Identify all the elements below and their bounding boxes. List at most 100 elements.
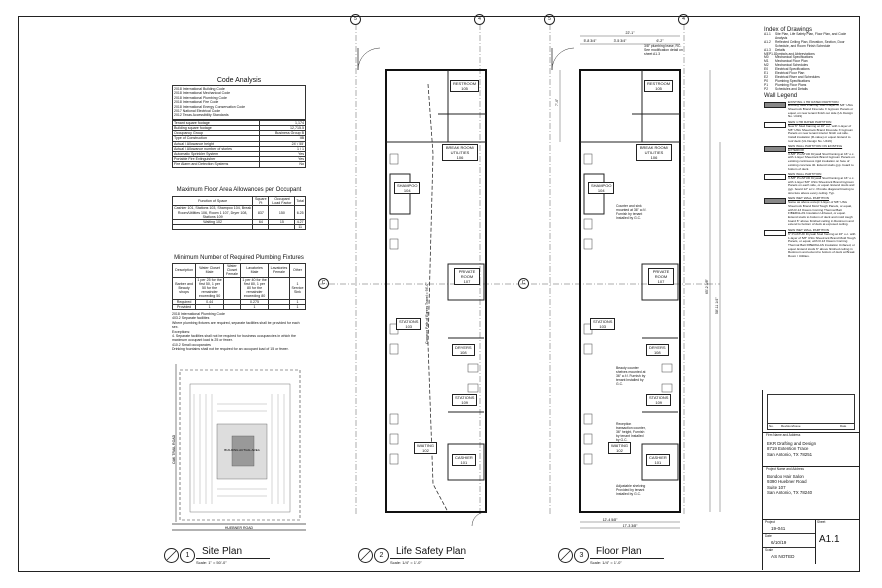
floor-area-cell: 4.27	[294, 218, 306, 226]
plumbing-header: Water Closet Male	[195, 263, 224, 278]
view-scale: Scale: 1/4" = 1'-0"	[590, 560, 622, 565]
index-code: P1	[764, 82, 769, 87]
floor-area-cell	[252, 224, 270, 231]
dimension: 7'-4"	[555, 98, 559, 106]
code-label: Actual / Allowance number of stories	[171, 145, 261, 153]
legend-name: NEW WALL PARTITION	[788, 172, 822, 177]
view-marker-icon	[558, 548, 573, 563]
floor-note: Reception transaction counter, 36" heigh…	[616, 422, 646, 442]
code-item: 2012 Texas Accessibility Standards	[174, 113, 229, 118]
view-number: 2	[374, 548, 389, 563]
life-safety-drawing: Common Path of Egress Travel = 94'-0"	[318, 24, 518, 527]
index-item: A1.2 Reflected Ceiling Plan, Elevation, S…	[764, 39, 856, 49]
wall-type-swatch	[764, 230, 786, 237]
floor-area-cell: 15	[268, 218, 296, 226]
plumbing-cell	[222, 276, 242, 300]
dimension: 22'-1"	[626, 31, 636, 35]
index-code: P0	[764, 78, 769, 83]
legend-desc: 6" ProSTUD Drywall Stud framing at 16" o…	[788, 231, 856, 259]
floor-area-cell: 11	[294, 224, 306, 231]
index-desc: Electrical Floor Plan	[775, 71, 805, 76]
code-item: 2018 International Plumbing Code	[174, 95, 227, 100]
index-code: E2	[764, 74, 769, 79]
index-desc: Mechanical Floor Plan	[775, 59, 808, 64]
index-item: E1 Electrical Floor Plan	[764, 71, 856, 76]
plumbing-cell	[222, 303, 242, 311]
plumbing-cell: 1 per 25 for the first 50, 1 per 50 for …	[195, 276, 224, 300]
site-plan-drawing: HUEBNER ROAD OAK TRAIL ROAD BUILDING ACT…	[172, 364, 306, 531]
wall-type-swatch	[764, 198, 786, 205]
code-label: Automatic Sprinkler System	[171, 151, 261, 158]
view-number: 3	[574, 548, 589, 563]
project-label: Project Name and Address	[766, 467, 804, 471]
index-desc: Reflected Ceiling Plan, Elevation, Secti…	[775, 39, 845, 48]
sheet-border	[18, 16, 860, 572]
plumbing-note: 4. Separate facilities shall not be requ…	[172, 334, 296, 343]
legend-name: NEW 1 HR RATED PARTITION	[788, 120, 832, 125]
view-number: 1	[180, 548, 195, 563]
date-value: 6/10/19	[771, 540, 787, 545]
site-plan: HUEBNER ROAD OAK TRAIL ROAD BUILDING ACT…	[172, 364, 306, 544]
code-item: 2017 National Electrical Code	[174, 109, 221, 114]
view-marker-icon	[164, 548, 179, 563]
dimension: 12'-4 5/8"	[603, 518, 619, 522]
floor-area-title: Maximum Floor Area Allowances per Occupa…	[176, 187, 302, 193]
legend-desc: Existing Stud Framing. Add 1-layer of 5/…	[788, 103, 854, 119]
code-item: 2018 International Building Code	[174, 87, 225, 91]
plumbing-cell: Barber and Beauty shops	[171, 276, 197, 300]
code-value: Business Group B	[259, 130, 306, 137]
code-item: 2018 International Energy Conservation C…	[174, 104, 246, 109]
index-code: A1.2	[764, 39, 771, 44]
plumbing-header: Other	[288, 263, 307, 278]
plumbing-header: Lavatories Male	[240, 263, 270, 278]
floor-note: Counter and sink mounted at 36" a.f.f. F…	[616, 204, 647, 220]
index-desc: Schedules and Details	[775, 86, 808, 91]
plumbing-cell: 1 per 40 for the first 80, 1 per 80 for …	[240, 276, 270, 300]
floor-area-row: Cashier 101, Stations 103, Shampoo 104, …	[171, 205, 306, 221]
floor-area-header: Total	[294, 195, 306, 207]
floor-area-cell	[268, 224, 296, 231]
scale-value: AS NOTED	[771, 554, 795, 559]
wall-type-swatch	[764, 101, 786, 108]
index-code: E1	[764, 71, 769, 76]
view-title-underline	[590, 558, 664, 559]
plumbing-cell: 1	[195, 303, 224, 311]
grid-bubble: C	[318, 278, 329, 289]
index-desc: Electrical Riser and Schedules	[775, 74, 820, 79]
firm-label: Firm Name and Address	[766, 433, 801, 437]
index-desc: Symbols and Abbreviations	[775, 51, 815, 56]
project-number: 19-041	[771, 526, 786, 531]
plumbing-cell: Provided	[171, 303, 197, 311]
floor-area-cell	[171, 224, 254, 231]
plumbing-panel: Minimum Number of Required Plumbing Fixt…	[171, 255, 307, 352]
grid-bubble: 4	[678, 14, 689, 25]
egress-note: Common Path of Egress Travel = 94'-0"	[425, 282, 429, 344]
floor-plan: 22'-1" 5'-8 3/4" 3'-5 3/4" 6'-2" 65'-2 3…	[518, 14, 760, 534]
plumbing-note: Drinking fountains shall not be required…	[172, 347, 289, 352]
